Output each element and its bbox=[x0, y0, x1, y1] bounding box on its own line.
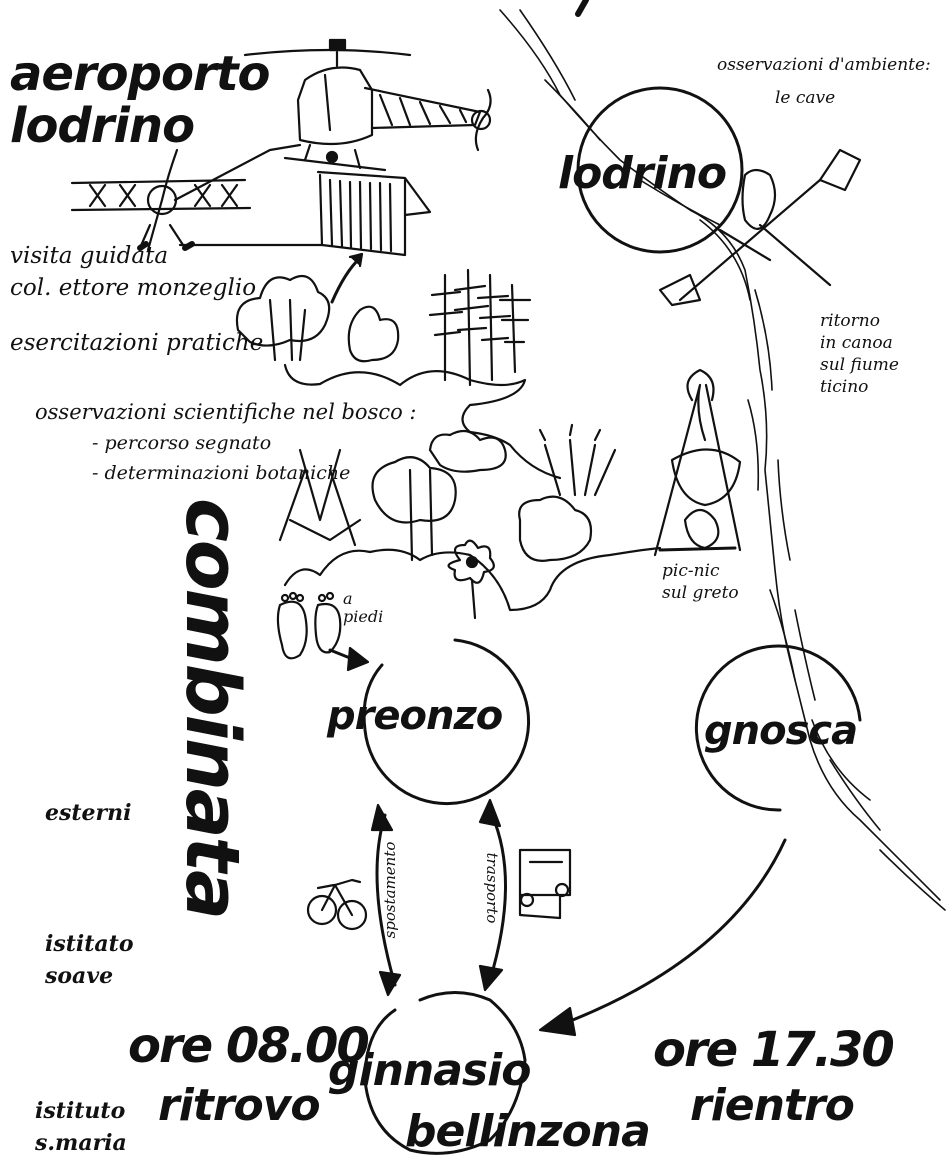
return-arrow bbox=[538, 838, 787, 1037]
top-right-note-2: le cave bbox=[775, 88, 836, 108]
canoe-note: ritorno in canoa sul fiume ticino bbox=[820, 311, 899, 397]
hangar-icon bbox=[178, 170, 432, 257]
top-mark bbox=[575, 0, 589, 17]
helicopter-icon bbox=[243, 38, 492, 172]
stop-ginnasio: ginnasio bbox=[328, 1045, 531, 1096]
picnic-note: pic-nic sul greto bbox=[662, 561, 739, 603]
science-item-2: - determinazioni botaniche bbox=[92, 462, 351, 484]
truck-arrow bbox=[478, 798, 507, 992]
science-heading: osservazioni scientifiche nel bosco : bbox=[35, 400, 417, 424]
trees-icon bbox=[235, 268, 532, 387]
group-esterni: esterni bbox=[45, 800, 132, 826]
group-s-maria: istituto s.maria bbox=[35, 1098, 127, 1156]
meet-label: ritrovo bbox=[158, 1080, 321, 1131]
exercises-note: esercitazioni pratiche bbox=[10, 330, 264, 356]
hangar-arrow bbox=[330, 256, 362, 304]
footprints-icon bbox=[276, 591, 342, 660]
campfire-pot-icon bbox=[653, 368, 742, 557]
stop-preonzo: preonzo bbox=[327, 693, 503, 739]
group-soave: istitato soave bbox=[45, 931, 134, 989]
circle-lodrino bbox=[576, 86, 744, 254]
stop-gnosca: gnosca bbox=[704, 708, 858, 754]
circle-ginnasio bbox=[363, 991, 527, 1155]
truck-icon bbox=[518, 848, 572, 920]
airport-title: aeroporto lodrino bbox=[10, 46, 271, 154]
bicycle-icon bbox=[306, 878, 368, 931]
meet-time: ore 08.00 bbox=[128, 1018, 370, 1074]
label-trasporto: trasporto bbox=[483, 852, 501, 924]
return-time: ore 17.30 bbox=[653, 1022, 895, 1078]
stop-bellinzona: bellinzona bbox=[405, 1106, 651, 1157]
circle-preonzo bbox=[362, 638, 531, 806]
flower-icon bbox=[447, 539, 495, 620]
on-foot-note: a piedi bbox=[343, 589, 384, 626]
bike-arrow bbox=[370, 803, 402, 997]
circle-gnosca bbox=[694, 644, 862, 812]
guided-visit-note: visita guidata col. ettore monzeglio bbox=[10, 243, 257, 301]
stop-lodrino: lodrino bbox=[558, 148, 727, 199]
biplane-icon bbox=[70, 143, 302, 252]
science-item-1: - percorso segnato bbox=[92, 432, 272, 454]
combinata-title: combinata bbox=[169, 497, 255, 919]
label-spostamento: spostamento bbox=[381, 841, 399, 939]
canoe-paddles-icon bbox=[658, 148, 862, 307]
bushes-icon bbox=[278, 423, 617, 562]
return-label: rientro bbox=[690, 1080, 855, 1131]
top-right-note-1: osservazioni d'ambiente: bbox=[717, 55, 931, 75]
